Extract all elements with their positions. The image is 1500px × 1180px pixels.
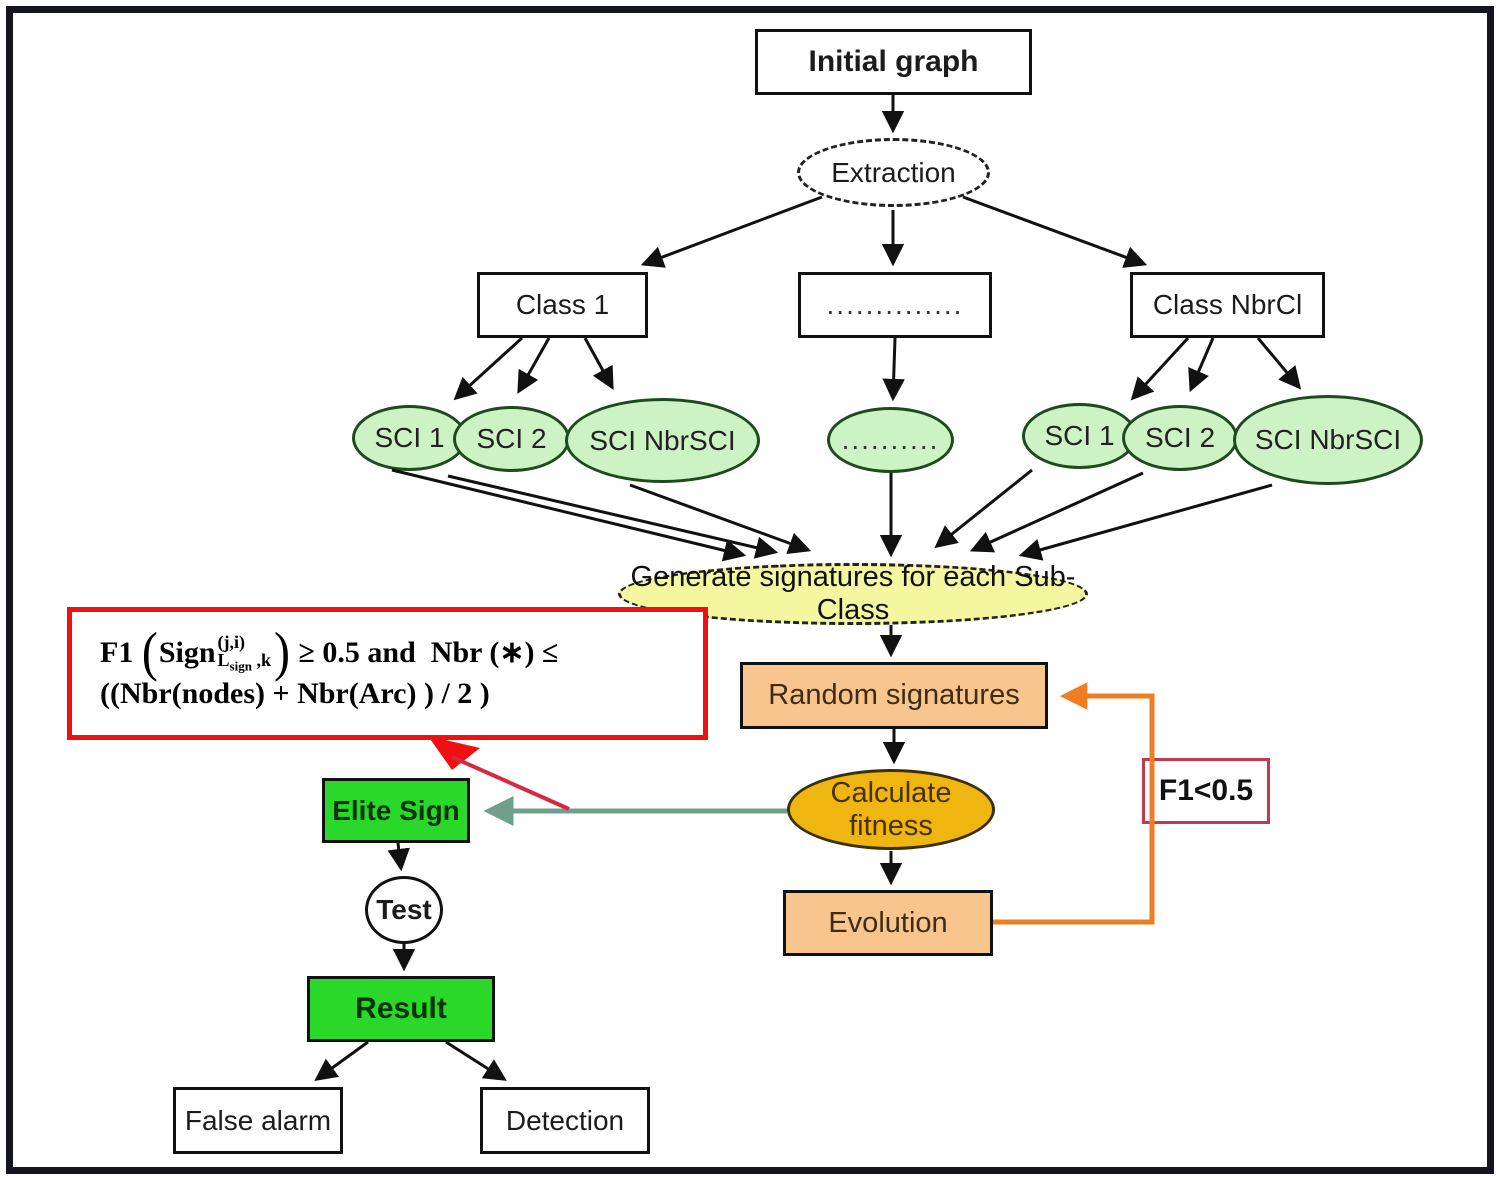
node-false-alarm-label: False alarm: [184, 1104, 332, 1136]
node-extraction-label: Extraction: [831, 156, 956, 188]
node-result-label: Result: [355, 992, 447, 1025]
node-test-label: Test: [376, 894, 432, 925]
node-initial-graph: Initial graph: [755, 29, 1032, 95]
node-generate-signatures-label: Generate signatures for each Sub-Class: [630, 561, 1076, 626]
formula-superscript: (j,i): [217, 632, 246, 653]
node-sci-right-2-label: SCI 2: [1144, 422, 1216, 453]
formula-sub-sub: sign: [229, 659, 252, 675]
formula-supsub: (j,i)Lsign ,k: [218, 633, 271, 673]
formula-sign: Sign: [158, 636, 216, 669]
node-f1-condition: F1<0.5: [1142, 758, 1270, 824]
diagram-frame: [6, 6, 1494, 1174]
node-f1-condition-label: F1<0.5: [1158, 774, 1254, 807]
node-sci-left-2: SCI 2: [453, 406, 570, 472]
node-sci-mid-dots: ..........: [827, 407, 954, 473]
formula-tail: ≥ 0.5 and Nbr (∗) ≤: [290, 636, 559, 669]
node-evolution-label: Evolution: [828, 906, 948, 939]
node-sci-left-1-label: SCI 1: [374, 422, 445, 453]
node-calculate-fitness: Calculate fitness: [787, 769, 995, 850]
node-sci-mid-dots-label: ..........: [841, 424, 940, 455]
node-result: Result: [307, 976, 495, 1042]
formula-f1: F1: [100, 636, 141, 669]
node-sci-left-1: SCI 1: [352, 405, 467, 471]
formula-open-paren: (: [141, 621, 158, 683]
node-class-1-label: Class 1: [515, 289, 610, 320]
node-initial-graph-label: Initial graph: [808, 45, 979, 78]
node-false-alarm: False alarm: [173, 1087, 343, 1154]
node-sci-right-1: SCI 1: [1022, 403, 1137, 469]
node-detection-label: Detection: [505, 1104, 625, 1136]
node-class-dots-label: ..............: [826, 289, 964, 320]
node-class-nbrcl-label: Class NbrCl: [1152, 289, 1303, 320]
formula-line-2: ((Nbr(nodes) + Nbr(Arc) ) / 2 ): [100, 676, 490, 710]
formula-subscript: Lsign ,k: [218, 651, 271, 673]
formula-box: F1 (Sign(j,i)Lsign ,k) ≥ 0.5 and Nbr (∗)…: [67, 607, 708, 740]
node-random-signatures: Random signatures: [740, 662, 1048, 729]
node-extraction: Extraction: [797, 138, 990, 207]
node-sci-left-nbr: SCI NbrSCI: [565, 398, 760, 483]
node-class-dots: ..............: [798, 272, 992, 338]
node-elite-sign: Elite Sign: [322, 778, 470, 843]
node-detection: Detection: [480, 1087, 650, 1154]
node-sci-left-2-label: SCI 2: [476, 423, 547, 454]
node-evolution: Evolution: [783, 890, 993, 956]
node-sci-right-1-label: SCI 1: [1044, 420, 1115, 451]
node-test: Test: [365, 876, 443, 944]
node-class-1: Class 1: [477, 272, 648, 338]
node-sci-right-nbr-label: SCI NbrSCI: [1254, 424, 1402, 455]
node-class-nbrcl: Class NbrCl: [1130, 272, 1325, 338]
formula-line-1: F1 (Sign(j,i)Lsign ,k) ≥ 0.5 and Nbr (∗)…: [100, 621, 703, 683]
formula-sub-base: L: [217, 650, 230, 671]
node-sci-right-2: SCI 2: [1122, 405, 1238, 471]
node-calculate-fitness-label: Calculate fitness: [830, 776, 952, 842]
formula-close-paren: ): [273, 621, 290, 683]
node-sci-left-nbr-label: SCI NbrSCI: [589, 424, 736, 456]
formula-sub-tail: ,k: [251, 650, 271, 671]
node-random-signatures-label: Random signatures: [768, 679, 1020, 711]
node-sci-right-nbr: SCI NbrSCI: [1233, 395, 1423, 485]
node-elite-sign-label: Elite Sign: [332, 794, 460, 826]
